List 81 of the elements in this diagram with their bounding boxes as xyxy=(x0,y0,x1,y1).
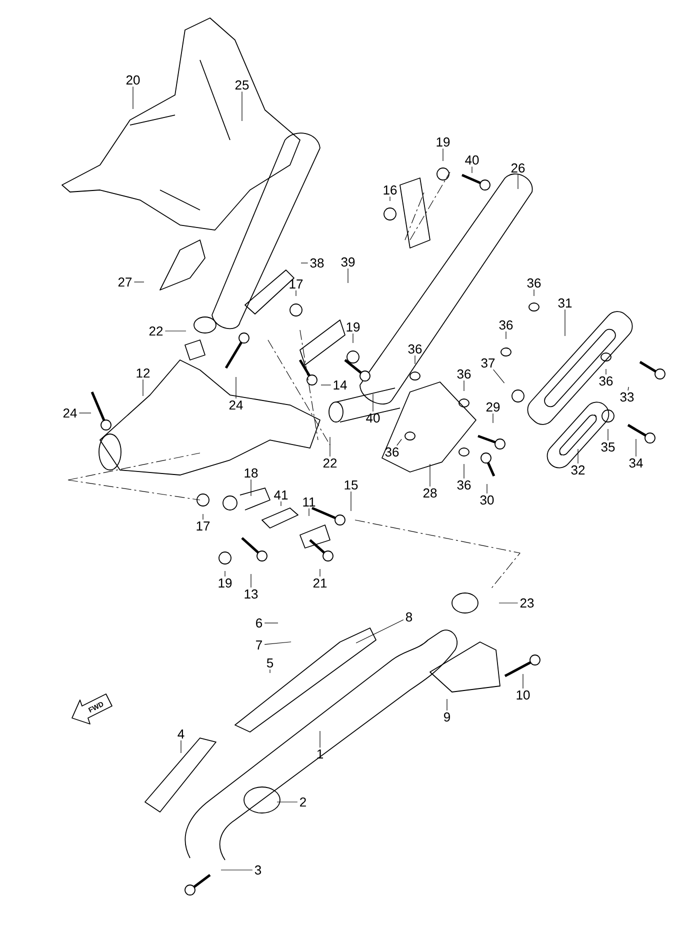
leader-line xyxy=(356,619,404,644)
callout-number: 26 xyxy=(511,163,525,173)
callout-number: 18 xyxy=(244,468,258,478)
callout-number: 3 xyxy=(254,865,262,875)
leader-line xyxy=(396,438,402,446)
leader-line xyxy=(202,514,204,520)
leader-line xyxy=(224,570,226,577)
callout-number: 36 xyxy=(599,376,613,386)
callout-number: 36 xyxy=(457,369,471,379)
leader-line xyxy=(446,698,448,711)
leader-line xyxy=(300,262,308,264)
callout-number: 5 xyxy=(266,658,274,668)
callout-number: 4 xyxy=(178,730,184,738)
callout-number: 25 xyxy=(235,80,249,90)
callout-number: 36 xyxy=(527,278,541,288)
callout-number: 11 xyxy=(303,498,316,506)
callout-number: 36 xyxy=(457,480,471,490)
leader-line xyxy=(280,501,282,506)
leader-line xyxy=(352,333,354,344)
callout-number: 37 xyxy=(481,358,495,368)
callout-number: 23 xyxy=(520,598,534,608)
leader-line xyxy=(493,369,505,384)
callout-number: 31 xyxy=(558,298,572,308)
leader-line xyxy=(164,330,186,332)
callout-number: 28 xyxy=(423,488,437,498)
leader-line xyxy=(486,484,488,494)
leader-line xyxy=(522,674,524,689)
callout-number: 40 xyxy=(366,413,380,423)
callout-number: 19 xyxy=(218,578,232,588)
callout-number: 22 xyxy=(149,326,163,336)
leader-line xyxy=(320,384,332,386)
callout-number: 29 xyxy=(486,402,500,412)
callout-number: 8 xyxy=(406,612,412,622)
leader-line xyxy=(180,740,182,754)
callout-number: 36 xyxy=(408,344,422,354)
callout-number: 6 xyxy=(256,618,262,628)
leader-line xyxy=(350,491,352,512)
callout-number: 7 xyxy=(256,640,262,650)
leader-line xyxy=(250,479,252,496)
leader-line xyxy=(264,642,292,645)
leader-line xyxy=(492,413,494,424)
callout-number: 24 xyxy=(229,400,243,410)
callout-number: 9 xyxy=(444,712,450,722)
callout-number: 21 xyxy=(313,578,327,588)
callout-number: 39 xyxy=(341,257,355,267)
callout-number: 12 xyxy=(136,368,150,378)
callout-number: 13 xyxy=(244,589,258,599)
leader-line xyxy=(564,309,566,336)
callout-number: 32 xyxy=(571,465,585,475)
leader-line xyxy=(372,394,374,412)
leader-line xyxy=(498,602,518,604)
leader-line xyxy=(628,386,629,391)
callout-number: 16 xyxy=(384,185,397,195)
callout-number: 36 xyxy=(385,447,399,457)
leader-line xyxy=(250,574,252,588)
callout-number: 14 xyxy=(334,380,347,390)
callout-number: 19 xyxy=(436,137,450,147)
leader-line xyxy=(308,508,310,516)
callout-number: 40 xyxy=(465,155,479,165)
leader-line xyxy=(442,148,444,162)
callout-number: 38 xyxy=(310,258,324,268)
leader-line xyxy=(414,355,416,364)
callout-number: 10 xyxy=(516,690,530,700)
callout-number: 20 xyxy=(126,75,140,85)
callout-number: 27 xyxy=(118,277,132,287)
callout-number: 30 xyxy=(480,495,494,505)
callout-number: 33 xyxy=(620,392,634,402)
callout-number: 35 xyxy=(601,442,615,452)
leader-line xyxy=(142,379,144,396)
leader-line xyxy=(264,622,278,624)
callout-number: 24 xyxy=(63,408,77,418)
callout-number: 34 xyxy=(629,458,643,468)
leader-line xyxy=(78,412,92,414)
callout-number: 41 xyxy=(274,490,288,500)
callout-number: 22 xyxy=(323,458,337,468)
callout-number: 19 xyxy=(346,322,360,332)
callout-number: 2 xyxy=(300,797,306,807)
callout-number: 17 xyxy=(196,522,210,530)
callout-number: 36 xyxy=(499,320,513,330)
callout-number: 15 xyxy=(344,480,358,490)
leader-line xyxy=(132,86,134,110)
